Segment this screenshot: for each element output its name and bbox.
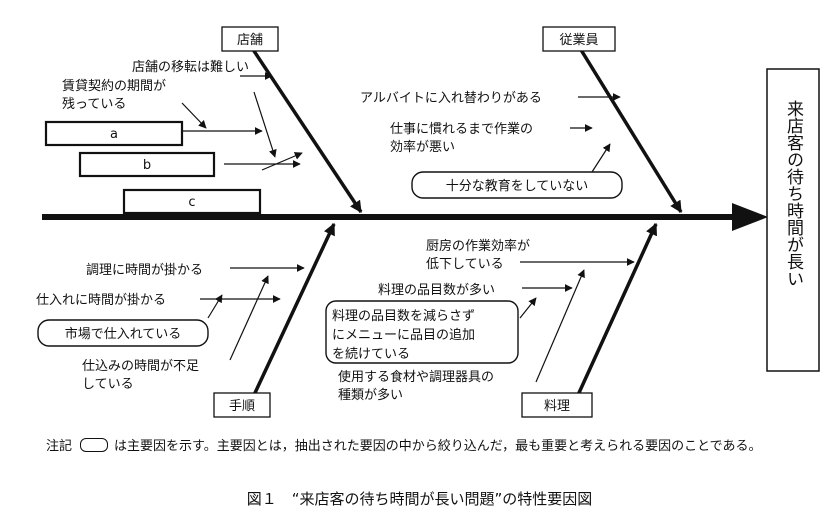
main-cause-legend-swatch bbox=[80, 438, 109, 452]
arrow-market bbox=[207, 294, 223, 319]
cause-menu-many: 料理の品目数が多い bbox=[378, 282, 495, 298]
cause-box-a bbox=[44, 120, 184, 147]
effect-box bbox=[766, 68, 820, 372]
arrow-education bbox=[591, 143, 611, 173]
arrow-lease bbox=[181, 102, 207, 129]
cause-prep-2: している bbox=[82, 377, 134, 392]
cause-b: b bbox=[143, 158, 151, 173]
category-box-store bbox=[221, 26, 279, 52]
cause-purchase-time: 仕入れに時間が掛かる bbox=[36, 293, 166, 308]
cause-cooking-time: 調理に時間が掛かる bbox=[86, 263, 203, 278]
category-store: 店舗 bbox=[237, 33, 263, 48]
cause-box-b bbox=[78, 151, 216, 178]
main-cause-box-menu-add bbox=[325, 300, 519, 364]
cause-kitchen-1: 厨房の作業効率が bbox=[426, 238, 530, 254]
cause-a: a bbox=[110, 127, 118, 142]
sub-bone-store-c bbox=[261, 152, 303, 171]
cause-menu-add-3: を続けている bbox=[332, 347, 410, 362]
arrow-menu-add bbox=[519, 297, 537, 319]
cause-kitchen-2: 低下している bbox=[426, 257, 504, 272]
category-dish: 料理 bbox=[544, 399, 570, 414]
cause-ingredients-2: 種類が多い bbox=[338, 387, 403, 403]
sub-bone-dish bbox=[535, 269, 585, 383]
category-staff: 従業員 bbox=[559, 32, 598, 48]
cause-menu-add-1: 料理の品目数を減らさず bbox=[332, 308, 475, 324]
category-box-dish bbox=[521, 392, 593, 418]
category-box-staff bbox=[542, 26, 616, 52]
cause-box-c bbox=[122, 188, 262, 215]
cause-menu-add-2: にメニューに品目の追加 bbox=[332, 327, 475, 343]
bone-staff bbox=[576, 44, 683, 214]
figure-caption: 図１ “来店客の待ち時間が長い問題”の特性要因図 bbox=[246, 490, 593, 508]
bone-store bbox=[248, 44, 363, 213]
note: 注記 は主要因を示す。主要因とは，抽出された要因の中から絞り込んだ，最も重要と考え… bbox=[46, 436, 826, 457]
cause-c: c bbox=[188, 195, 195, 210]
cause-ingredients-1: 使用する食材や調理器具の bbox=[338, 369, 494, 385]
category-procedure: 手順 bbox=[229, 399, 255, 414]
sub-bone-store bbox=[253, 91, 277, 158]
cause-lease-2: 残っている bbox=[62, 97, 126, 112]
category-box-procedure bbox=[213, 392, 271, 418]
note-prefix: 注記 bbox=[46, 439, 73, 454]
main-cause-box-education bbox=[411, 171, 623, 199]
spine-arrowhead bbox=[732, 203, 768, 231]
bone-dish bbox=[576, 222, 658, 396]
cause-work-1: 仕事に慣れるまで作業の bbox=[390, 121, 533, 137]
note-text: は主要因を示す。主要因とは，抽出された要因の中から絞り込んだ，最も重要と考えられ… bbox=[114, 439, 762, 454]
cause-market: 市場で仕入れている bbox=[65, 326, 182, 342]
main-cause-box-market bbox=[37, 319, 209, 347]
cause-store-move: 店舗の移転は難しい bbox=[132, 60, 249, 75]
cause-parttime: アルバイトに入れ替わりがある bbox=[360, 91, 542, 106]
sub-bone-procedure bbox=[229, 275, 269, 361]
cause-work-2: 効率が悪い bbox=[390, 139, 455, 155]
cause-lease-1: 賃貸契約の期間が bbox=[62, 78, 166, 94]
cause-education: 十分な教育をしていない bbox=[446, 178, 589, 194]
effect-label: 来店客の待ち時間が長い bbox=[783, 100, 804, 287]
bone-procedure bbox=[252, 222, 336, 396]
cause-prep-1: 仕込みの時間が不足 bbox=[82, 359, 199, 374]
